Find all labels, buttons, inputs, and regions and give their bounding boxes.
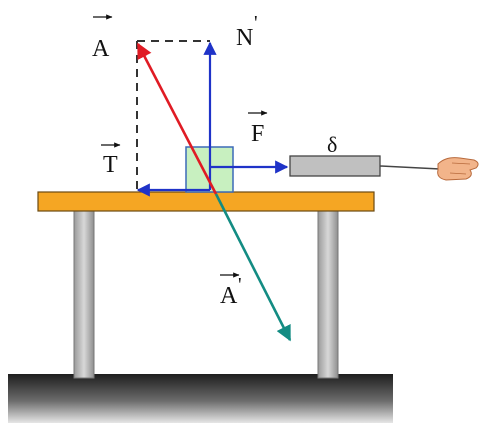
dynamometer-icon (289, 155, 441, 177)
svg-text:A: A (92, 36, 110, 62)
label-normal-N: N ' (236, 12, 258, 51)
svg-text:A: A (220, 283, 238, 309)
vector-force-A-prime (214, 193, 292, 342)
svg-text:N: N (236, 25, 253, 51)
table-leg-left (73, 209, 95, 379)
table-top (37, 191, 375, 212)
svg-text:': ' (254, 12, 258, 34)
label-dynamometer: δ (327, 132, 337, 157)
label-force-A-prime: A ' (220, 272, 242, 309)
hand-icon (437, 157, 479, 181)
label-reaction-A: A (92, 14, 113, 62)
svg-text:T: T (103, 152, 118, 178)
vector-reaction-A (136, 42, 218, 195)
svg-text:F: F (251, 121, 264, 147)
floor (8, 374, 393, 423)
label-pull-F: F (248, 110, 268, 147)
table-leg-right (317, 209, 339, 379)
label-friction-T: T (101, 142, 121, 178)
svg-text:': ' (238, 274, 242, 296)
